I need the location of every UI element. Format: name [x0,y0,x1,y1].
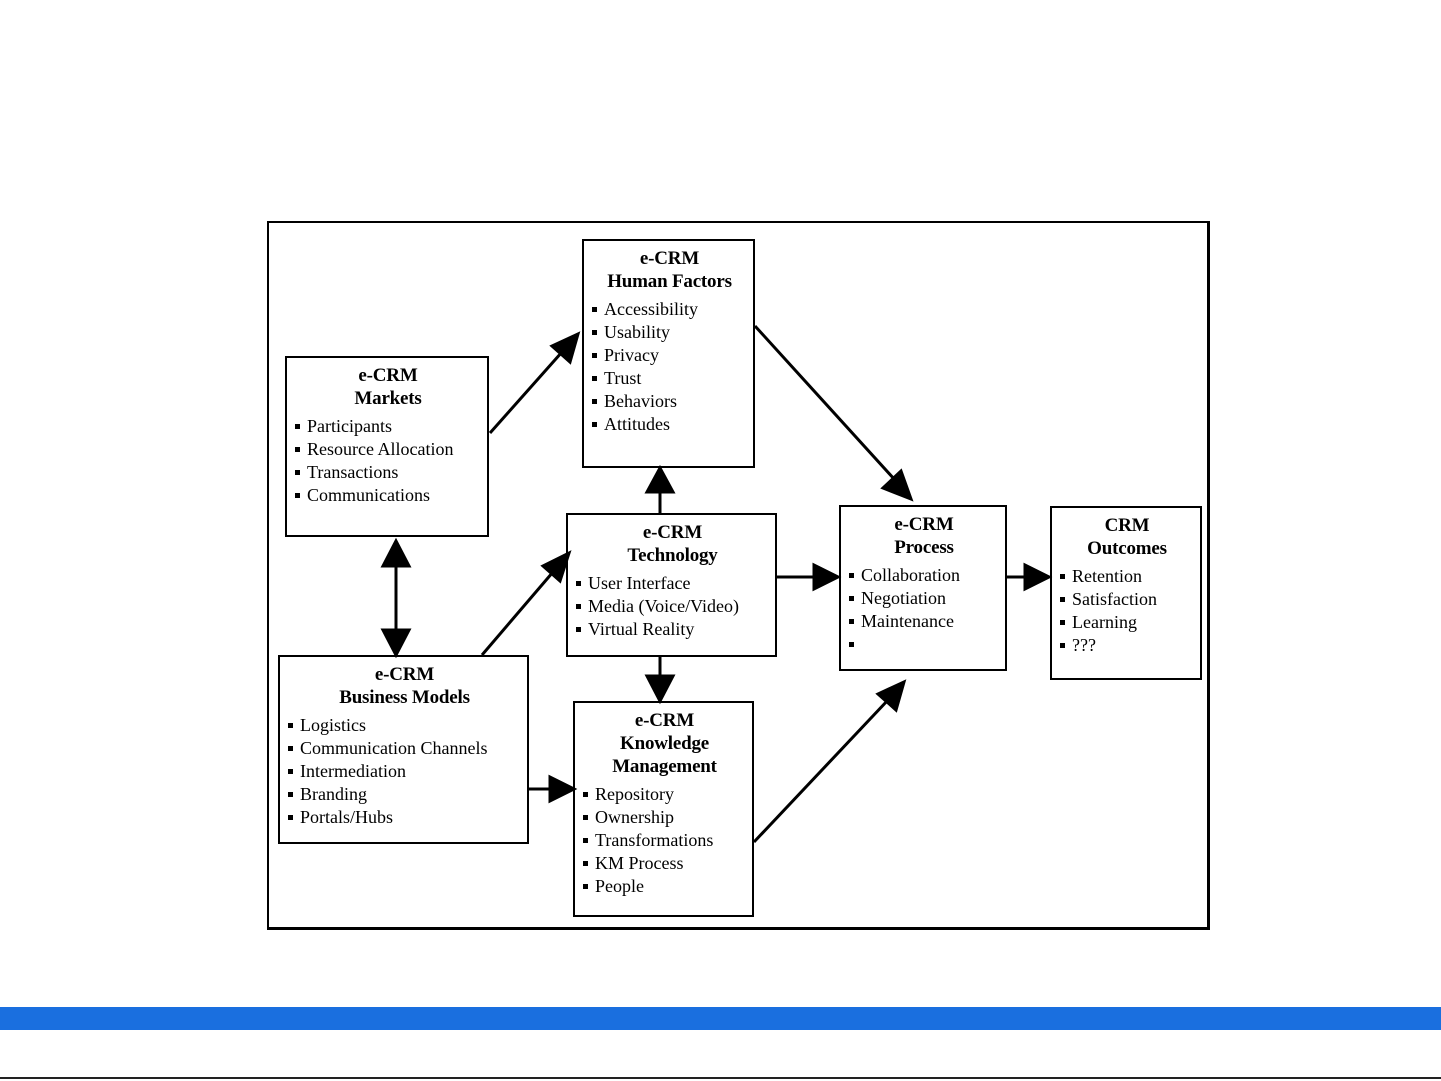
list-item: Negotiation [849,587,999,610]
arrow-business-models-to-knowledge-management [529,774,578,804]
arrow-markets-to-human-factors [488,331,581,434]
list-item: Attitudes [592,413,747,436]
outcomes-title: CRM Outcomes [1087,515,1167,559]
list-item: Transformations [583,829,746,852]
business-models-box: e-CRM Business Models Logistics Communic… [278,655,529,844]
technology-box: e-CRM Technology User Interface Media (V… [566,513,777,657]
list-item: Communications [295,484,481,507]
list-item [849,633,999,656]
human-factors-title: e-CRM Human Factors [607,248,732,292]
outcomes-list: Retention Satisfaction Learning ??? [1060,565,1194,657]
list-item: Privacy [592,344,747,367]
arrow-process-to-outcomes [1007,562,1053,592]
markets-box: e-CRM Markets Participants Resource Allo… [285,356,489,537]
markets-list: Participants Resource Allocation Transac… [295,415,481,507]
arrow-knowledge-management-to-process [752,679,907,844]
list-item: People [583,875,746,898]
list-item: Collaboration [849,564,999,587]
arrow-business-models-to-technology [480,550,572,656]
list-item: Participants [295,415,481,438]
list-item: Logistics [288,714,521,737]
list-item: Learning [1060,611,1194,634]
markets-title: e-CRM Markets [354,365,422,409]
technology-list: User Interface Media (Voice/Video) Virtu… [576,572,769,641]
business-models-list: Logistics Communication Channels Interme… [288,714,521,829]
arrow-human-factors-to-process [753,324,914,502]
outcomes-box: CRM Outcomes Retention Satisfaction Lear… [1050,506,1202,680]
list-item: Communication Channels [288,737,521,760]
knowledge-management-title: e-CRM Knowledge Management [612,710,717,777]
list-item: KM Process [583,852,746,875]
list-item: Media (Voice/Video) [576,595,769,618]
list-item: Satisfaction [1060,588,1194,611]
human-factors-list: Accessibility Usability Privacy Trust Be… [592,298,747,436]
footer-bar [0,1007,1441,1030]
footer-divider [0,1077,1441,1079]
human-factors-box: e-CRM Human Factors Accessibility Usabil… [582,239,755,468]
list-item: User Interface [576,572,769,595]
list-item: Behaviors [592,390,747,413]
list-item: Retention [1060,565,1194,588]
list-item: Usability [592,321,747,344]
list-item: ??? [1060,634,1194,657]
list-item: Branding [288,783,521,806]
list-item: Repository [583,783,746,806]
business-models-title: e-CRM Business Models [339,664,470,708]
list-item: Maintenance [849,610,999,633]
list-item: Transactions [295,461,481,484]
arrow-technology-to-knowledge-management [644,657,676,705]
technology-title: e-CRM Technology [627,522,718,566]
process-list: Collaboration Negotiation Maintenance [849,564,999,656]
process-title: e-CRM Process [894,514,954,558]
list-item: Intermediation [288,760,521,783]
list-item: Ownership [583,806,746,829]
list-item: Virtual Reality [576,618,769,641]
knowledge-management-list: Repository Ownership Transformations KM … [583,783,746,898]
list-item: Resource Allocation [295,438,481,461]
arrow-technology-to-process [777,562,842,592]
arrow-technology-to-human-factors [644,464,676,513]
list-item: Portals/Hubs [288,806,521,829]
list-item: Trust [592,367,747,390]
list-item: Accessibility [592,298,747,321]
knowledge-management-box: e-CRM Knowledge Management Repository Ow… [573,701,754,917]
process-box: e-CRM Process Collaboration Negotiation … [839,505,1007,671]
arrow-markets-business-models [380,537,412,659]
